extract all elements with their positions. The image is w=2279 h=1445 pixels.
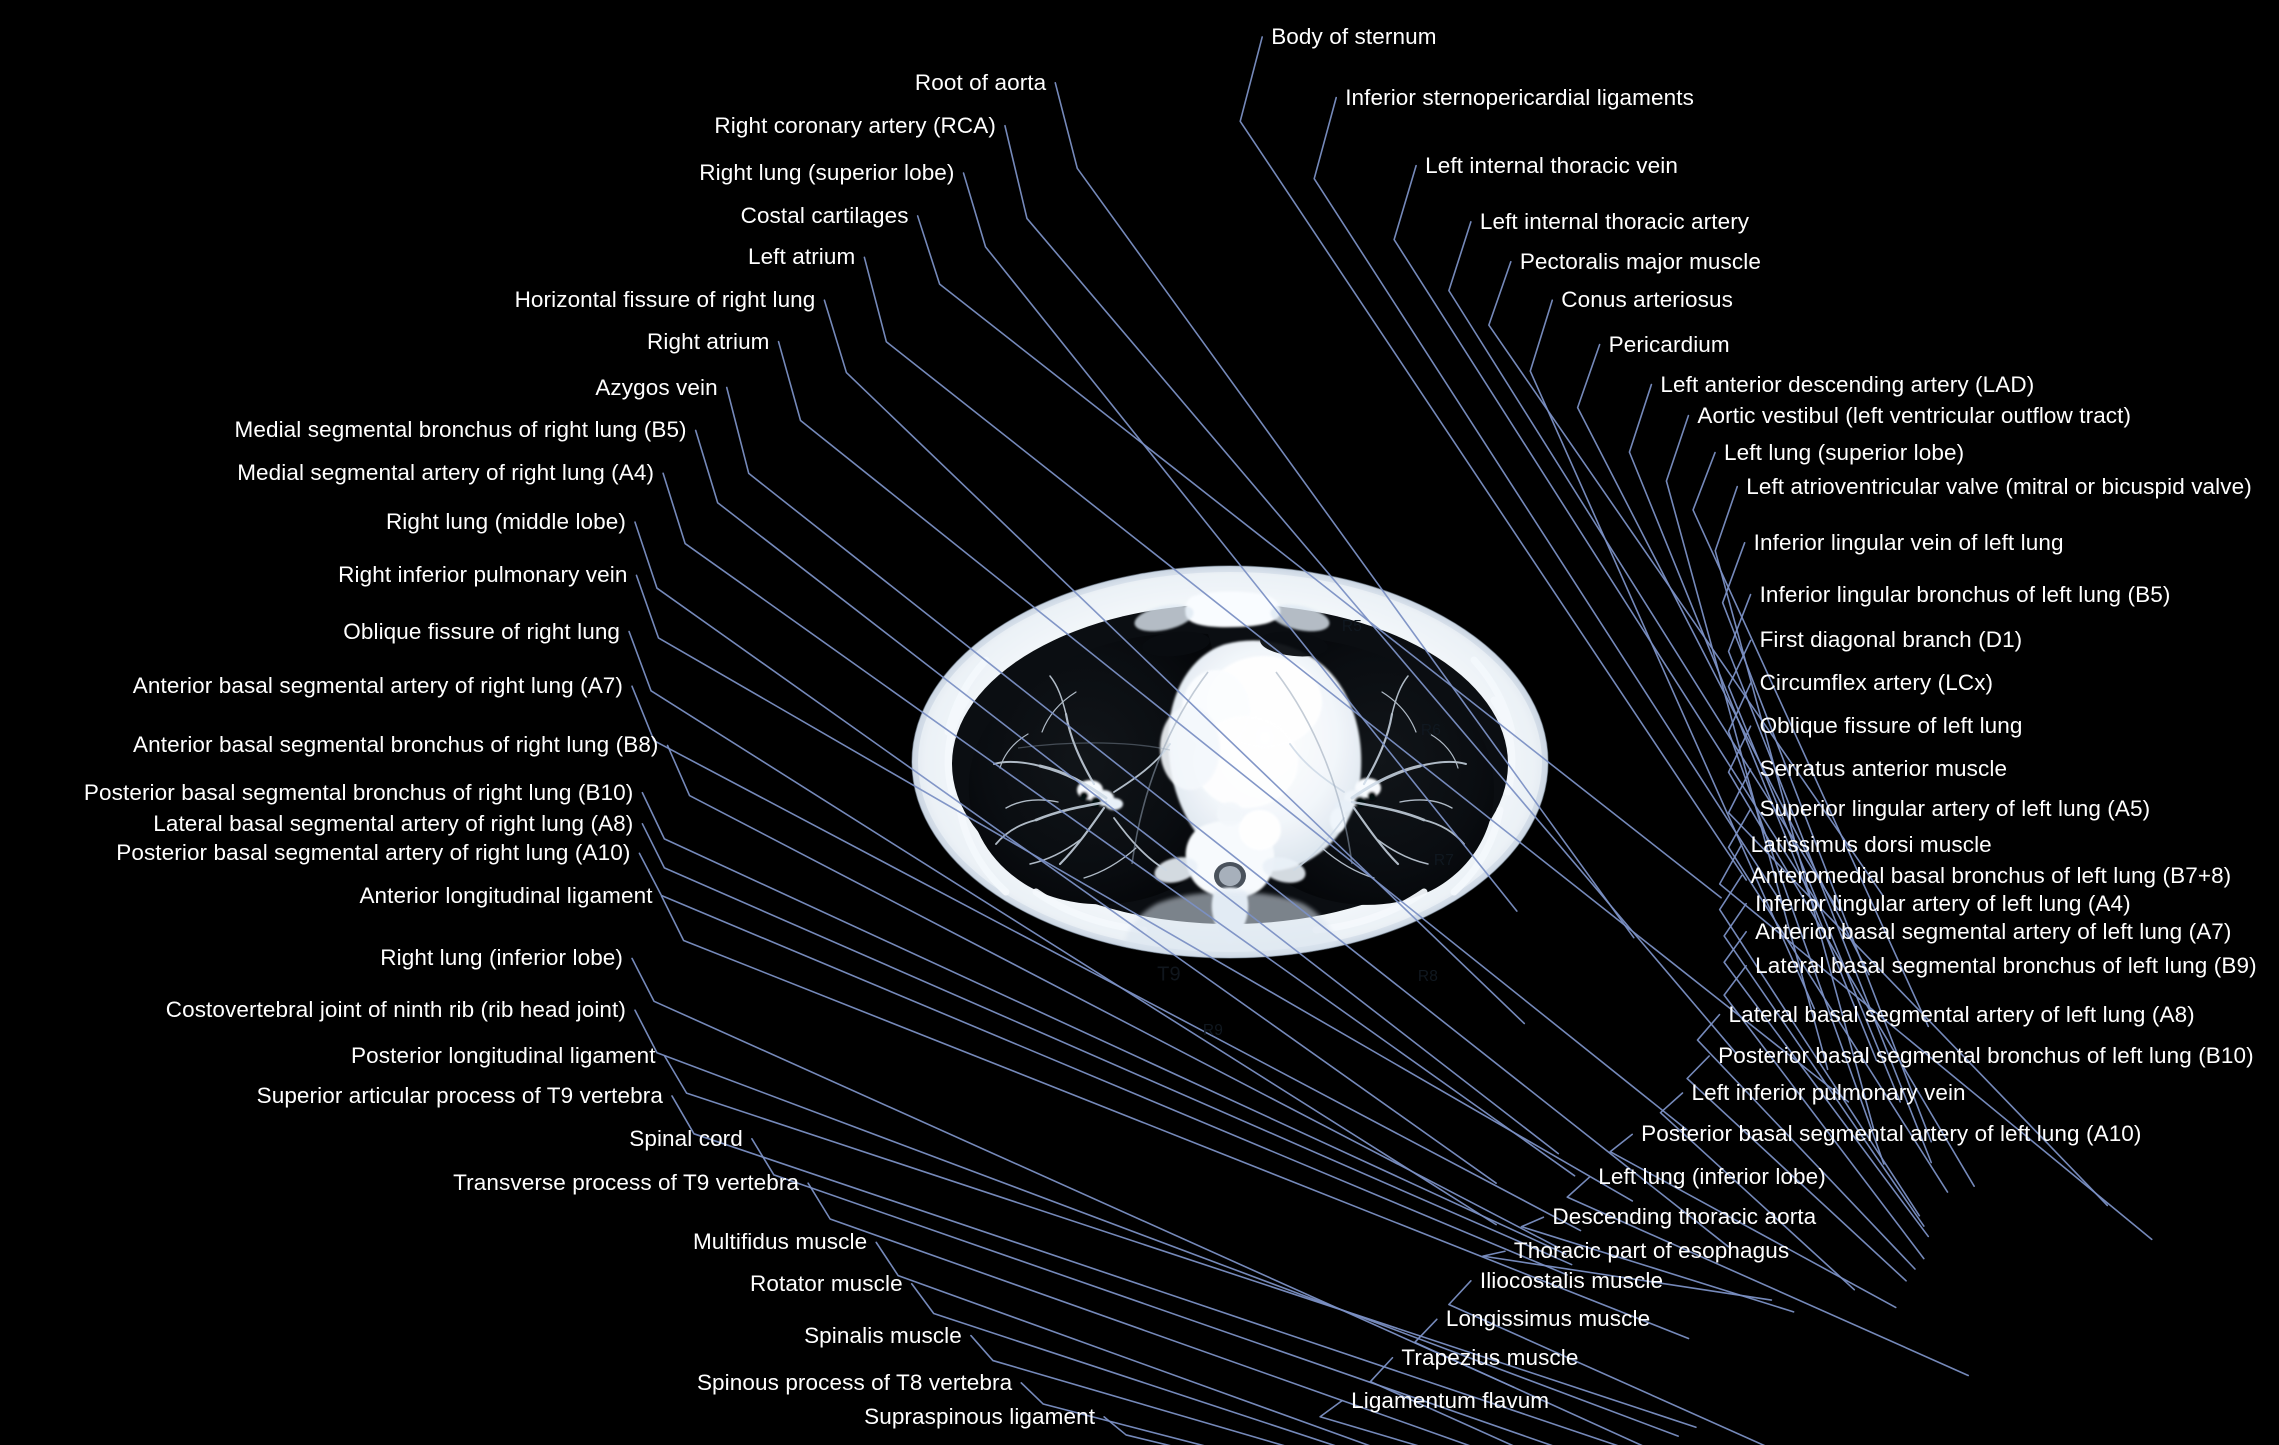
label-left-atrium[interactable]: Left atrium — [747, 244, 856, 270]
label-posterior-basal-segmental-artery-left-a10[interactable]: Posterior basal segmental artery of left… — [1641, 1121, 2142, 1147]
label-left-internal-thoracic-vein[interactable]: Left internal thoracic vein — [1425, 152, 1678, 178]
label-serratus-anterior-muscle[interactable]: Serratus anterior muscle — [1759, 755, 2008, 781]
label-first-diagonal-branch-d1[interactable]: First diagonal branch (D1) — [1759, 627, 2023, 653]
marker-r7: R7 — [1433, 852, 1455, 869]
ct-axial-image — [908, 552, 1553, 972]
label-anterior-longitudinal-ligament[interactable]: Anterior longitudinal ligament — [359, 883, 653, 909]
label-lateral-basal-segmental-artery-left-a8[interactable]: Lateral basal segmental artery of left l… — [1728, 1001, 2195, 1027]
label-lateral-basal-segmental-bronchus-left-b9[interactable]: Lateral basal segmental bronchus of left… — [1755, 952, 2257, 978]
label-anterior-basal-segmental-artery-right-a7[interactable]: Anterior basal segmental artery of right… — [132, 673, 624, 698]
label-thoracic-part-of-esophagus[interactable]: Thoracic part of esophagus — [1513, 1237, 1790, 1263]
label-anterior-basal-segmental-artery-left-a7[interactable]: Anterior basal segmental artery of left … — [1755, 918, 2232, 944]
label-iliocostalis-muscle[interactable]: Iliocostalis muscle — [1479, 1267, 1664, 1293]
label-supraspinous-ligament[interactable]: Supraspinous ligament — [864, 1403, 1096, 1429]
label-superior-articular-process-t9[interactable]: Superior articular process of T9 vertebr… — [256, 1082, 663, 1108]
label-costal-cartilages[interactable]: Costal cartilages — [740, 202, 909, 228]
label-azygos-vein[interactable]: Azygos vein — [595, 374, 718, 400]
marker-t9: T9 — [1157, 963, 1181, 986]
label-left-anterior-descending-artery-lad[interactable]: Left anterior descending artery (LAD) — [1660, 371, 2035, 397]
label-posterior-basal-segmental-bronchus-left-b10[interactable]: Posterior basal segmental bronchus of le… — [1718, 1042, 2254, 1068]
leader-descending-thoracic-aorta — [1520, 1216, 1795, 1313]
label-inferior-lingular-vein-of-left-lung[interactable]: Inferior lingular vein of left lung — [1753, 529, 2064, 555]
label-left-lung-superior-lobe[interactable]: Left lung (superior lobe) — [1724, 439, 1965, 465]
label-conus-arteriosus[interactable]: Conus arteriosus — [1561, 286, 1733, 312]
label-posterior-basal-segmental-bronchus-right-b10[interactable]: Posterior basal segmental bronchus of ri… — [83, 779, 634, 805]
label-anterior-basal-segmental-bronchus-right-b8[interactable]: Anterior basal segmental bronchus of rig… — [133, 732, 659, 758]
label-right-atrium[interactable]: Right atrium — [647, 328, 770, 354]
label-anteromedial-basal-bronchus-left-b7-8[interactable]: Anteromedial basal bronchus of left lung… — [1750, 862, 2232, 888]
label-aortic-vestibul[interactable]: Aortic vestibul (left ventricular outflo… — [1697, 402, 2132, 428]
label-right-lung-superior-lobe[interactable]: Right lung (superior lobe) — [699, 159, 955, 185]
label-pectoralis-major-muscle[interactable]: Pectoralis major muscle — [1519, 248, 1761, 274]
label-rotator-muscle[interactable]: Rotator muscle — [750, 1270, 903, 1296]
label-spinalis-muscle[interactable]: Spinalis muscle — [804, 1322, 962, 1348]
label-left-lung-inferior-lobe[interactable]: Left lung (inferior lobe) — [1598, 1164, 1826, 1190]
label-spinal-cord[interactable]: Spinal cord — [629, 1125, 743, 1151]
label-inferior-lingular-bronchus-left-b5[interactable]: Inferior lingular bronchus of left lung … — [1759, 581, 2171, 607]
label-spinous-process-t8[interactable]: Spinous process of T8 vertebra — [696, 1369, 1013, 1395]
label-trapezius-muscle[interactable]: Trapezius muscle — [1401, 1344, 1579, 1370]
leader-longissimus-muscle — [1414, 1318, 1643, 1445]
label-descending-thoracic-aorta[interactable]: Descending thoracic aorta — [1552, 1203, 1817, 1229]
label-right-inferior-pulmonary-vein[interactable]: Right inferior pulmonary vein — [338, 562, 628, 588]
label-multifidus-muscle[interactable]: Multifidus muscle — [692, 1229, 868, 1255]
label-transverse-process-t9[interactable]: Transverse process of T9 vertebra — [453, 1169, 800, 1195]
label-root-of-aorta[interactable]: Root of aorta — [914, 69, 1047, 95]
label-horizontal-fissure-of-right-lung[interactable]: Horizontal fissure of right lung — [514, 286, 816, 312]
label-latissimus-dorsi-muscle[interactable]: Latissimus dorsi muscle — [1750, 831, 1992, 857]
label-costovertebral-joint-ninth-rib[interactable]: Costovertebral joint of ninth rib (rib h… — [165, 996, 626, 1022]
label-left-inferior-pulmonary-vein[interactable]: Left inferior pulmonary vein — [1691, 1079, 1966, 1105]
label-posterior-basal-segmental-artery-right-a10[interactable]: Posterior basal segmental artery of righ… — [116, 840, 631, 866]
marker-r9: R9 — [1202, 1022, 1224, 1039]
label-inferior-sternopericardial-ligaments[interactable]: Inferior sternopericardial ligaments — [1345, 84, 1694, 110]
label-longissimus-muscle[interactable]: Longissimus muscle — [1445, 1306, 1651, 1332]
label-body-of-sternum[interactable]: Body of sternum — [1271, 23, 1437, 49]
label-oblique-fissure-of-right-lung[interactable]: Oblique fissure of right lung — [343, 618, 621, 644]
label-right-lung-middle-lobe[interactable]: Right lung (middle lobe) — [385, 508, 626, 534]
label-lateral-basal-segmental-artery-right-a8[interactable]: Lateral basal segmental artery of right … — [153, 810, 634, 836]
label-superior-lingular-artery-left-a5[interactable]: Superior lingular artery of left lung (A… — [1759, 795, 2151, 821]
label-inferior-lingular-artery-left-a4[interactable]: Inferior lingular artery of left lung (A… — [1755, 890, 2131, 916]
label-posterior-longitudinal-ligament[interactable]: Posterior longitudinal ligament — [351, 1042, 656, 1068]
leader-supraspinous-ligament — [1103, 1416, 1171, 1445]
label-left-atrioventricular-valve[interactable]: Left atrioventricular valve (mitral or b… — [1746, 473, 2252, 499]
label-circumflex-artery-lcx[interactable]: Circumflex artery (LCx) — [1759, 670, 1994, 696]
label-pericardium[interactable]: Pericardium — [1608, 331, 1730, 357]
label-left-internal-thoracic-artery[interactable]: Left internal thoracic artery — [1479, 208, 1750, 234]
label-ligamentum-flavum[interactable]: Ligamentum flavum — [1351, 1387, 1550, 1413]
label-medial-segmental-bronchus-right-b5[interactable]: Medial segmental bronchus of right lung … — [234, 417, 687, 443]
marker-r5: R5 — [1341, 618, 1363, 635]
label-medial-segmental-artery-right-a4[interactable]: Medial segmental artery of right lung (A… — [237, 460, 655, 486]
label-right-coronary-artery-rca[interactable]: Right coronary artery (RCA) — [714, 112, 996, 138]
marker-r6: R6 — [1420, 722, 1442, 739]
marker-r8: R8 — [1417, 968, 1439, 985]
label-oblique-fissure-of-left-lung[interactable]: Oblique fissure of left lung — [1759, 712, 2023, 738]
label-right-lung-inferior-lobe[interactable]: Right lung (inferior lobe) — [380, 945, 624, 971]
